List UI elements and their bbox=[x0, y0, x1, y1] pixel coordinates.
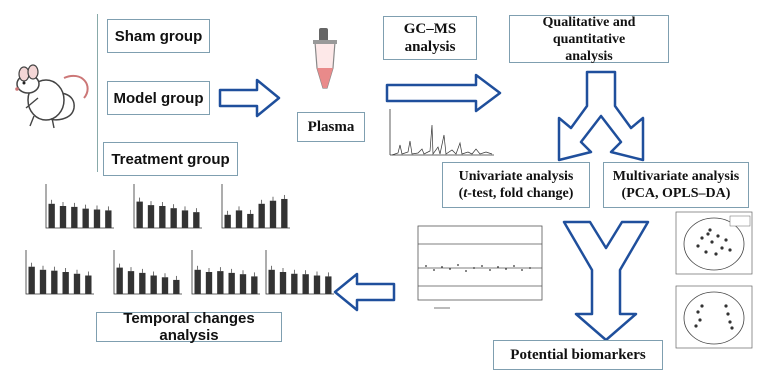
qualitative-line1: Qualitative and quantitative bbox=[542, 14, 636, 47]
chart-bar bbox=[235, 210, 243, 228]
chart-axis bbox=[265, 250, 334, 295]
chart-axis bbox=[133, 184, 202, 229]
merge-arrow bbox=[562, 220, 650, 342]
chart-bar bbox=[281, 198, 288, 228]
chart-bar bbox=[268, 269, 275, 294]
bar-chart-3 bbox=[221, 184, 290, 229]
qualitative-box: Qualitative and quantitative analysis bbox=[509, 14, 669, 64]
bar-chart-4 bbox=[25, 250, 94, 295]
chart-bar bbox=[313, 275, 321, 294]
chart-bar bbox=[217, 271, 224, 294]
chart-bar bbox=[181, 210, 189, 228]
univariate-line2: (t-test, fold change) bbox=[459, 185, 574, 202]
chart-bar bbox=[39, 269, 47, 294]
univariate-t-italic: t bbox=[463, 186, 468, 201]
chart-bar bbox=[62, 272, 69, 294]
chart-bar bbox=[73, 273, 81, 294]
sham-group-box: Sham group bbox=[107, 19, 210, 53]
chart-bar bbox=[150, 275, 157, 294]
treatment-group-box: Treatment group bbox=[103, 142, 238, 176]
chart-bar bbox=[161, 277, 169, 294]
chart-bar bbox=[205, 272, 213, 294]
gcms-line1: GC–MS bbox=[403, 21, 457, 37]
arrow-to-temporal bbox=[333, 272, 396, 312]
plasma-box: Plasma bbox=[297, 112, 365, 142]
chart-bar bbox=[159, 206, 166, 228]
biomarkers-box: Potential biomarkers bbox=[493, 340, 663, 370]
chart-axis bbox=[113, 250, 182, 295]
chart-bar bbox=[147, 205, 155, 228]
chart-bar bbox=[116, 267, 123, 294]
chart-bar bbox=[291, 273, 298, 294]
chart-bar bbox=[105, 210, 112, 228]
chart-bar bbox=[258, 203, 265, 228]
chart-bar bbox=[239, 274, 247, 294]
chart-axis bbox=[25, 250, 94, 295]
bar-chart-5 bbox=[113, 250, 182, 295]
gcms-box: GC–MS analysis bbox=[383, 16, 477, 60]
chart-bar bbox=[139, 272, 146, 294]
chart-bar bbox=[247, 213, 254, 228]
chart-bar bbox=[194, 269, 201, 294]
chart-bar bbox=[269, 200, 277, 228]
chart-bar bbox=[170, 208, 177, 228]
chart-bar bbox=[85, 275, 92, 294]
chart-bar bbox=[224, 214, 231, 228]
model-group-box: Model group bbox=[107, 81, 210, 115]
chart-axis bbox=[45, 184, 114, 229]
rat-icon bbox=[15, 64, 89, 129]
univariate-paren-open: ( bbox=[458, 186, 464, 201]
chart-bar bbox=[82, 208, 89, 228]
chart-bar bbox=[279, 272, 287, 294]
bar-chart-7 bbox=[265, 250, 334, 295]
gcms-line2: analysis bbox=[404, 39, 456, 55]
split-arrow bbox=[557, 70, 645, 162]
chart-bar bbox=[251, 276, 258, 294]
multivariate-line2: (PCA, OPLS–DA) bbox=[621, 186, 731, 201]
multivariate-line1: Multivariate analysis bbox=[612, 169, 740, 184]
arrow-to-qualitative bbox=[385, 73, 502, 113]
univariate-line1: Univariate analysis bbox=[458, 169, 574, 184]
chart-bar bbox=[127, 271, 135, 294]
chart-bar bbox=[193, 212, 200, 228]
chart-bar bbox=[28, 266, 35, 294]
univariate-box: Univariate analysis (t-test, fold change… bbox=[442, 162, 590, 208]
chart-bar bbox=[302, 274, 309, 294]
chart-bar bbox=[325, 276, 332, 294]
chart-bar bbox=[228, 272, 235, 294]
group-bracket bbox=[97, 14, 98, 172]
volcano-plot-icon bbox=[417, 225, 543, 309]
qualitative-line2: analysis bbox=[565, 48, 613, 64]
bar-chart-1 bbox=[45, 184, 114, 229]
chart-axis bbox=[191, 250, 260, 295]
chromatogram-icon bbox=[389, 109, 494, 156]
chart-bar bbox=[173, 279, 180, 294]
chart-bar bbox=[48, 203, 55, 228]
multivariate-box: Multivariate analysis (PCA, OPLS–DA) bbox=[603, 162, 749, 208]
arrow-to-plasma bbox=[218, 78, 281, 118]
chart-bar bbox=[59, 206, 67, 228]
chart-bar bbox=[71, 206, 78, 228]
chart-bar bbox=[51, 270, 58, 294]
temporal-box: Temporal changes analysis bbox=[96, 310, 282, 344]
chart-bar bbox=[93, 209, 101, 228]
bar-chart-2 bbox=[133, 184, 202, 229]
univariate-line2-rest: -test, fold change) bbox=[467, 186, 574, 201]
bar-chart-6 bbox=[191, 250, 260, 295]
chart-axis bbox=[221, 184, 290, 229]
pca-plot-icon bbox=[675, 211, 753, 349]
chart-bar bbox=[136, 201, 143, 228]
tube-icon bbox=[313, 28, 337, 89]
